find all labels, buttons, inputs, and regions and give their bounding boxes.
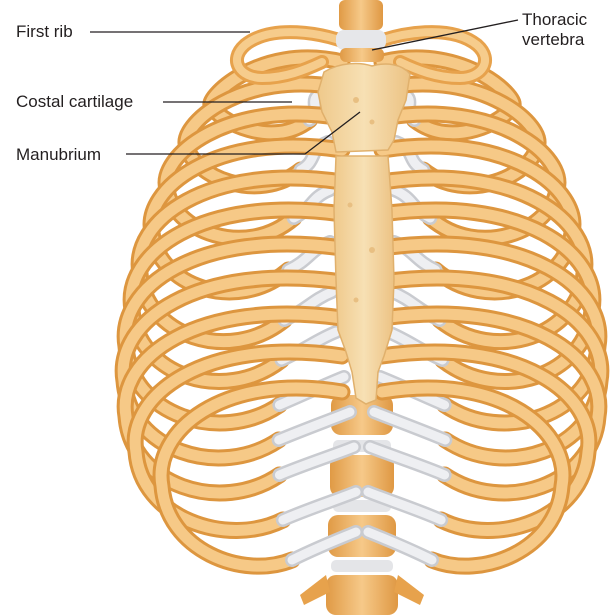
costal-cartilage-label: Costal cartilage	[16, 92, 133, 112]
thoracic-vertebra-label-line1: Thoracic	[522, 10, 587, 30]
sternum-body	[334, 156, 394, 404]
thoracic-vertebra-label-line2: vertebra	[522, 30, 587, 50]
first-rib-label: First rib	[16, 22, 73, 42]
manubrium-label: Manubrium	[16, 145, 101, 165]
thoracic-vertebra-label: Thoracic vertebra	[522, 10, 587, 50]
